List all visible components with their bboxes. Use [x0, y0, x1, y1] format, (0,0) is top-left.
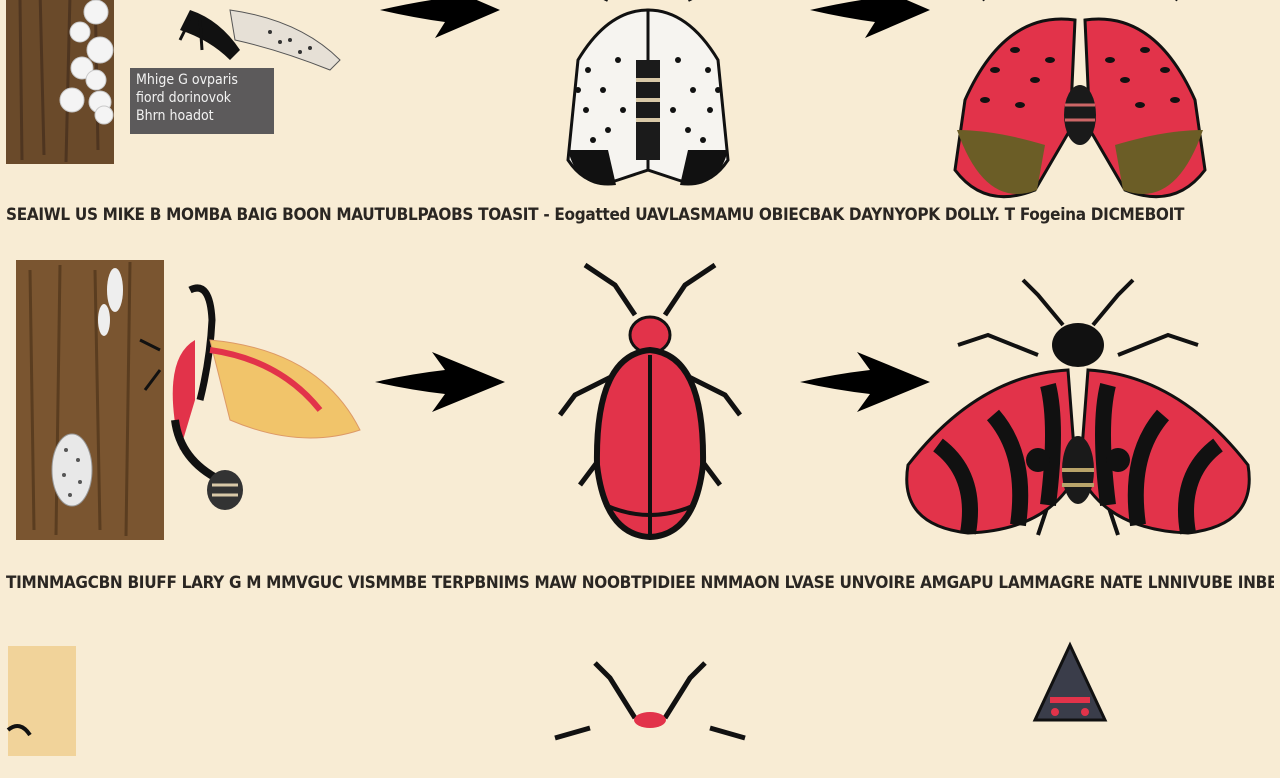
adult-lanternfly-fragment	[1032, 641, 1108, 722]
tree-bark-illustration	[6, 0, 114, 164]
row-2-caption: TIMNMAGCBN BIUFF LARY G M MMVGUC VISMMBE…	[6, 573, 1274, 593]
arrow-right-icon	[375, 352, 505, 412]
arrow-right-icon	[380, 0, 500, 38]
white-spotted-nymph-illustration	[566, 0, 730, 186]
lifecycle-row-3	[0, 620, 1280, 756]
label-line-1: Mhige G ovparis	[136, 72, 238, 88]
molting-insect-illustration	[139, 284, 361, 510]
red-nymph-illustration	[554, 661, 746, 741]
red-spotted-adult-illustration	[953, 0, 1207, 199]
red-striped-adult-illustration	[905, 278, 1251, 536]
red-nymph-illustration	[558, 262, 742, 541]
label-line-2: fiord dorinovok	[136, 90, 232, 106]
arrow-right-icon	[800, 352, 930, 412]
info-label-box: Mhige G ovparis fiord dorinovok Bhrn hoa…	[130, 68, 274, 134]
lifecycle-row-1: Mhige G ovparis fiord dorinovok Bhrn hoa…	[0, 0, 1280, 200]
row-1-caption: SEAIWL US MIKE B MOMBA BAIG BOON MAUTUBL…	[6, 205, 1185, 225]
tree-bark-illustration	[16, 260, 164, 540]
label-line-3: Bhrn hoadot	[136, 108, 214, 124]
arrow-right-icon	[810, 0, 930, 38]
adult-lanternfly-fragment	[178, 9, 341, 71]
lifecycle-row-2	[0, 250, 1280, 550]
tree-bark-illustration	[6, 646, 76, 756]
